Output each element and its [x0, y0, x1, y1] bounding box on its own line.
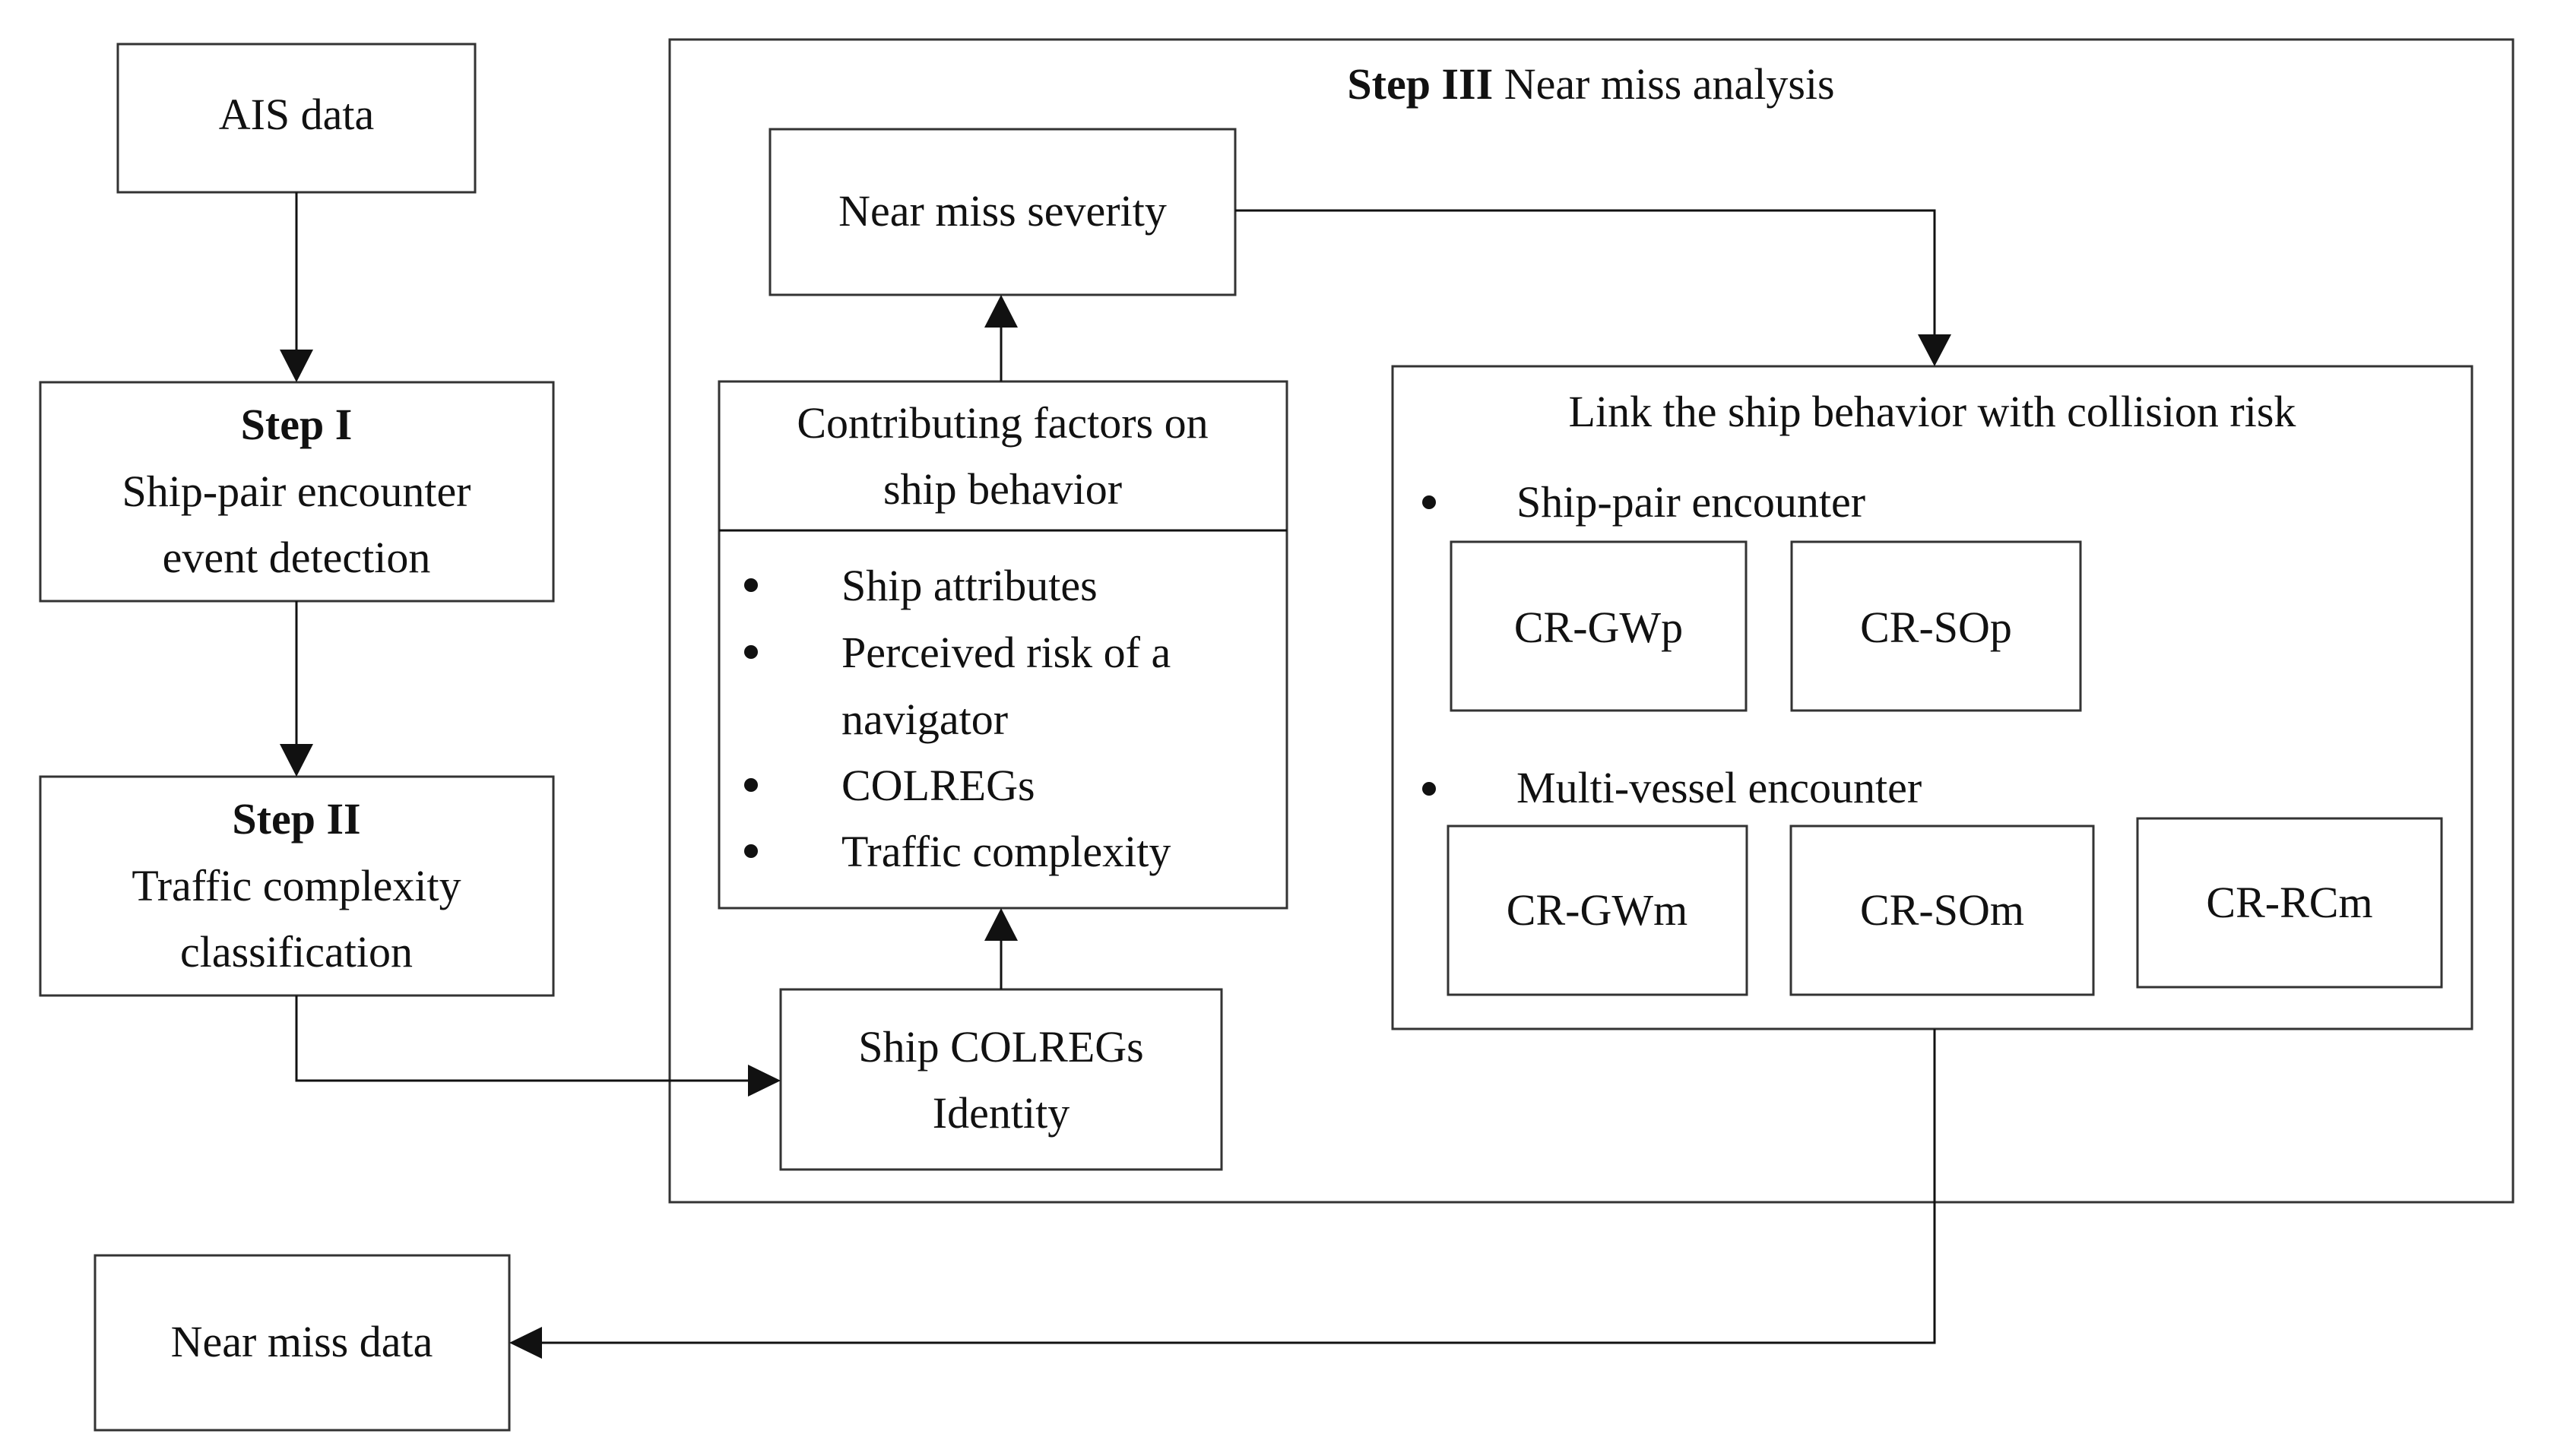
- cr-rcm-box: [2136, 817, 2443, 989]
- factor-item: Perceived risk of a: [841, 628, 1171, 677]
- near-miss-data-node: Near miss data: [93, 1254, 511, 1432]
- contributing-header-line2: ship behavior: [883, 464, 1122, 514]
- contributing-factors-node: Contributing factors on ship behavior Sh…: [718, 380, 1288, 910]
- arrowhead-icon: [280, 350, 313, 382]
- cr-sop-box: [1790, 540, 2082, 712]
- step2-line2: classification: [180, 927, 413, 976]
- arrowhead-icon: [984, 295, 1018, 328]
- edge-link-to-nearmiss: [542, 1029, 1936, 1344]
- arrowhead-icon: [509, 1327, 542, 1359]
- bullet-icon: [744, 578, 758, 592]
- bullet-icon: [744, 844, 758, 858]
- step2-line1: Traffic complexity: [132, 861, 461, 910]
- step3-title-bold: Step III: [1347, 59, 1493, 109]
- arrowhead-icon: [984, 908, 1018, 941]
- near-miss-severity-node: Near miss severity: [768, 128, 1237, 296]
- step2-node: Step II Traffic complexity classificatio…: [39, 775, 555, 997]
- factor-item: Ship attributes: [841, 561, 1098, 610]
- factor-item: COLREGs: [841, 761, 1035, 810]
- edge-severity-to-link: [1235, 209, 1936, 334]
- cr-som-label: CR-SOm: [1860, 885, 2024, 935]
- ais-data-node: AIS data: [116, 43, 477, 194]
- link-behavior-risk-node: Link the ship behavior with collision ri…: [1391, 365, 2473, 1030]
- edge-step2-to-colregs: [295, 995, 748, 1082]
- connectors: [280, 192, 1951, 1359]
- bullet-icon: [744, 778, 758, 792]
- ais-data-label: AIS data: [219, 90, 375, 139]
- multi-encounter-heading: Multi-vessel encounter: [1516, 763, 1922, 812]
- step1-line1: Ship-pair encounter: [122, 467, 471, 516]
- cr-gwp-label: CR-GWp: [1514, 603, 1683, 652]
- cr-gwm-box: [1447, 825, 1748, 996]
- cr-gwm-label: CR-GWm: [1507, 885, 1687, 935]
- arrowhead-icon: [1918, 334, 1951, 366]
- step3-title-rest: Near miss analysis: [1493, 59, 1834, 109]
- step1-title: Step I: [241, 400, 353, 449]
- pair-encounter-heading: Ship-pair encounter: [1516, 477, 1865, 527]
- link-title: Link the ship behavior with collision ri…: [1569, 387, 2296, 436]
- factor-item: Traffic complexity: [841, 827, 1171, 876]
- step1-line2: event detection: [163, 533, 431, 582]
- step2-title: Step II: [232, 794, 360, 844]
- bullet-icon: [1422, 495, 1436, 509]
- step1-node: Step I Ship-pair encounter event detecti…: [39, 381, 555, 603]
- factor-item: navigator: [841, 695, 1008, 744]
- ship-colregs-line2: Identity: [933, 1088, 1070, 1138]
- contributing-header-line1: Contributing factors on: [797, 398, 1208, 448]
- step3-title: Step III Near miss analysis: [1347, 59, 1834, 109]
- cr-gwp-box: [1450, 540, 1748, 712]
- arrowhead-icon: [280, 744, 313, 777]
- cr-rcm-label: CR-RCm: [2206, 878, 2372, 927]
- near-miss-data-label: Near miss data: [171, 1317, 433, 1366]
- bullet-icon: [1422, 782, 1436, 796]
- bullet-icon: [744, 645, 758, 659]
- cr-sop-label: CR-SOp: [1860, 603, 2012, 652]
- near-miss-severity-label: Near miss severity: [838, 186, 1167, 236]
- ship-colregs-identity-node: Ship COLREGs Identity: [779, 988, 1223, 1171]
- arrowhead-icon: [748, 1065, 781, 1097]
- ship-colregs-line1: Ship COLREGs: [858, 1022, 1143, 1071]
- cr-som-box: [1789, 825, 2095, 996]
